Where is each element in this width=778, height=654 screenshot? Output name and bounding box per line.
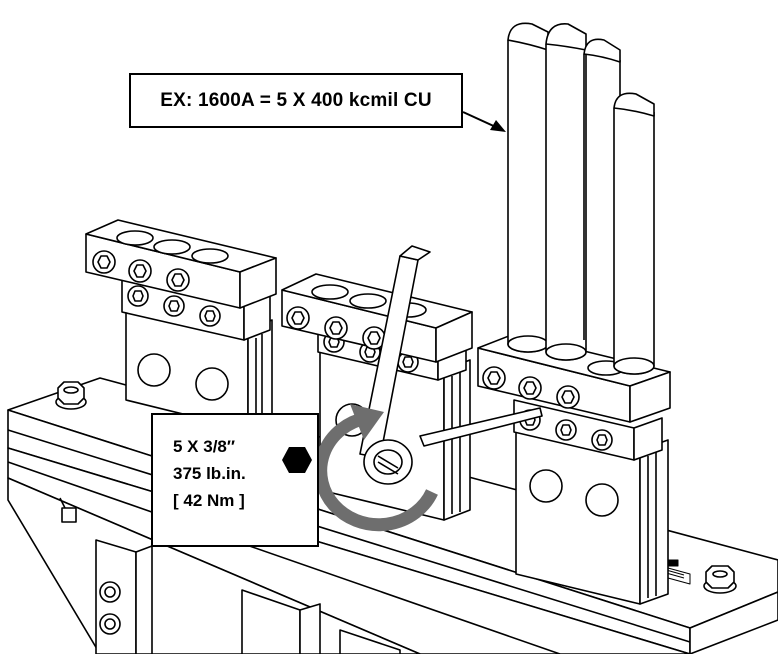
cables: [507, 22, 655, 375]
callout-leader: [462, 111, 506, 132]
rotation-arrow: [314, 411, 438, 532]
cable-spec-text: EX: 1600A = 5 X 400 kcmil CU: [160, 89, 432, 111]
busbar-bolt-right: [703, 565, 737, 594]
cable-1: [507, 22, 549, 353]
busbar-bolt-left: [55, 381, 87, 410]
lug-right-screw-row1: [482, 366, 580, 409]
support-bolt-1: [99, 581, 121, 603]
lug-right: [477, 333, 671, 605]
hex-key-icon: [282, 447, 312, 473]
lug-left: [85, 219, 277, 431]
fastener-size: 5 X 3/8″: [173, 437, 236, 456]
hex-key-tool: [359, 245, 543, 485]
cable-2: [545, 23, 587, 361]
torque-metric: [ 42 Nm ]: [173, 491, 245, 510]
lug-left-screw-row1: [92, 250, 190, 292]
lug-left-screw-row2: [127, 285, 221, 327]
torque-imperial: 375 lb.in.: [173, 464, 246, 483]
cable-spec-callout: EX: 1600A = 5 X 400 kcmil CU: [129, 73, 463, 128]
cable-4: [613, 92, 655, 375]
lug-middle-screw-row1: [286, 306, 386, 350]
lower-support: [59, 497, 401, 654]
support-bolt-2: [99, 613, 121, 635]
rotation-arrowhead: [350, 404, 384, 440]
torque-callout: 5 X 3/8″ 375 lb.in. [ 42 Nm ]: [151, 413, 319, 547]
